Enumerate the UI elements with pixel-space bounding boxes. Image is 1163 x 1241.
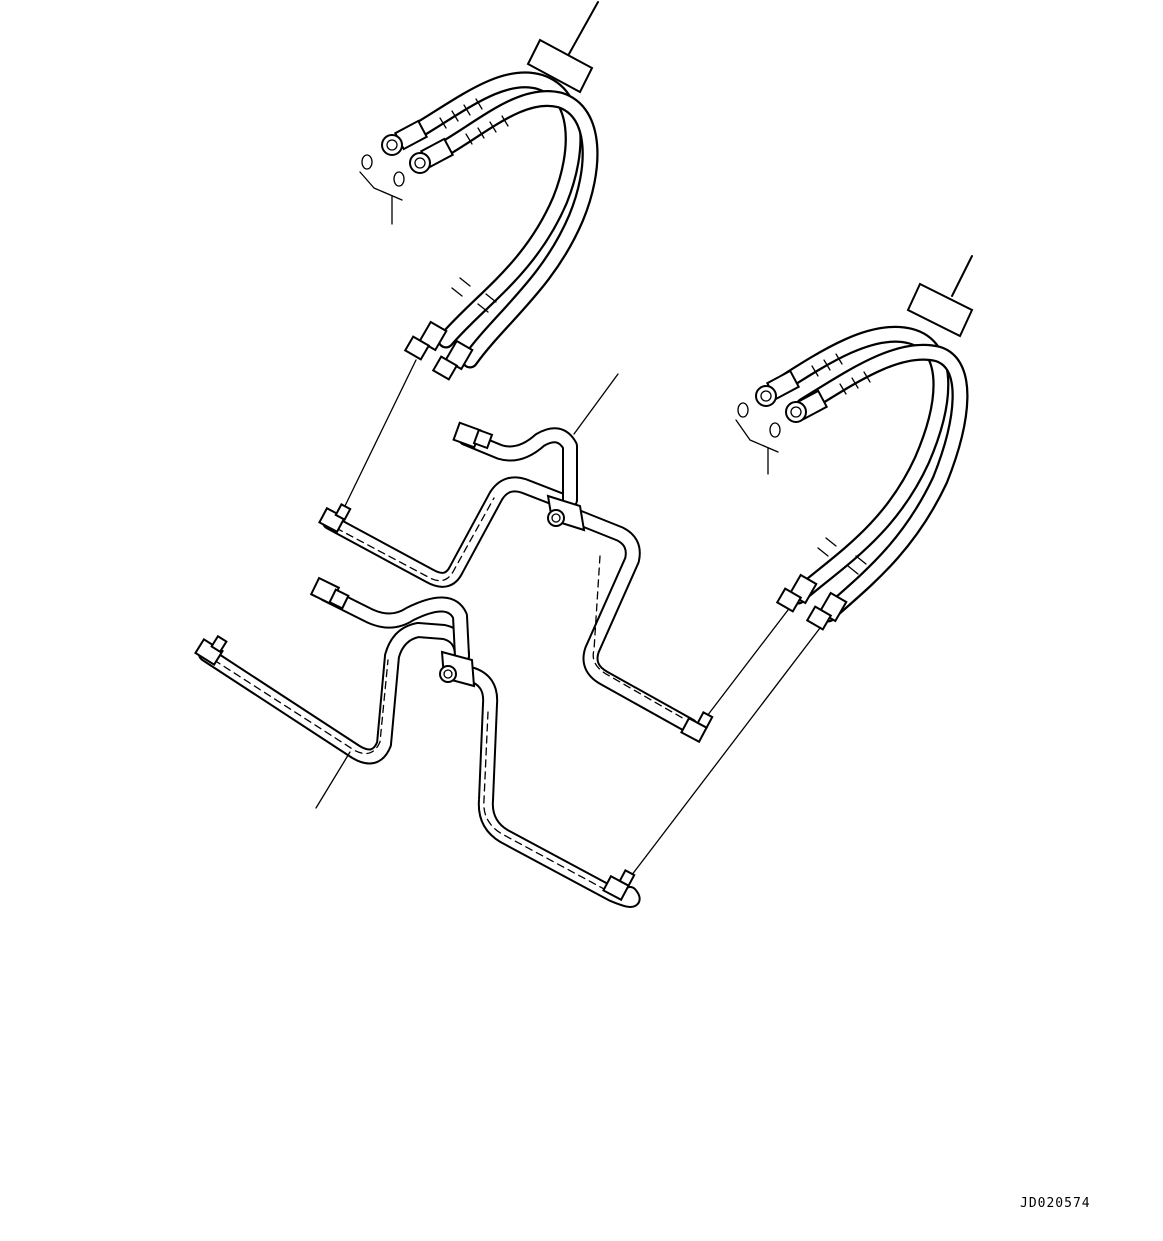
left-hose-bottom-fittings (403, 320, 474, 381)
left-cylinder (526, 1, 599, 94)
upper-tube-leader (573, 373, 619, 435)
right-hose-top-fittings (755, 369, 829, 423)
right-cylinder (906, 255, 974, 338)
lower-tube (194, 576, 641, 908)
lower-tee-block (439, 650, 476, 688)
left-o-ring-callout (359, 154, 405, 225)
upper-tube (318, 421, 714, 744)
upper-tee-block (546, 494, 586, 532)
left-hose-top-fittings (381, 119, 455, 174)
connection-leaders (343, 359, 821, 881)
right-hose-pair (735, 325, 969, 631)
lower-tube-leader (315, 751, 351, 809)
left-hose-pair (359, 71, 599, 381)
right-o-ring-callout (735, 402, 781, 475)
right-hose-bottom-fittings (775, 573, 848, 631)
drawing-id-label: JD020574 (1020, 1196, 1091, 1211)
